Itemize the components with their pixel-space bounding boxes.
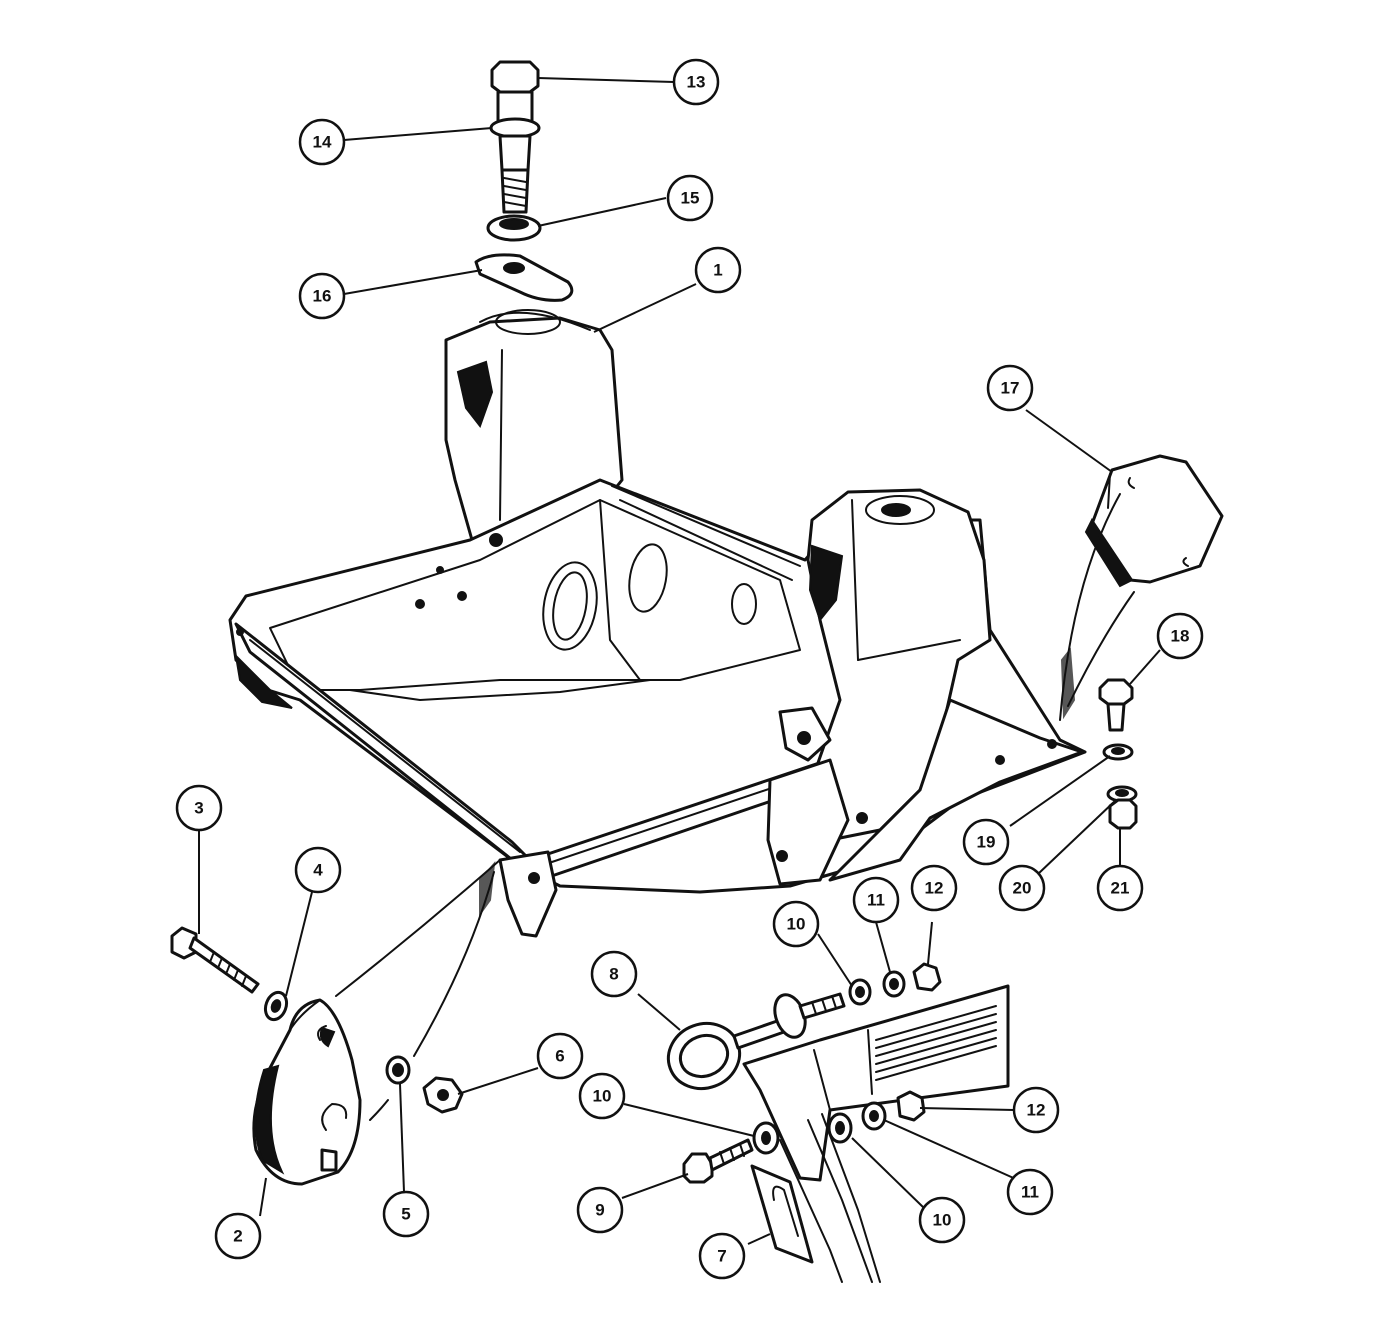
slotted-plate-7 [750, 1164, 814, 1264]
nut-21 [1108, 798, 1138, 830]
subframe-crossmember [228, 309, 1087, 938]
svg-text:10: 10 [933, 1211, 952, 1230]
callout-7: 7 [698, 1232, 746, 1280]
svg-text:9: 9 [595, 1201, 604, 1220]
svg-text:5: 5 [401, 1205, 410, 1224]
callout-21: 21 [1096, 864, 1144, 912]
leader-lines [198, 77, 1161, 1245]
callout-10-mid: 10 [578, 1072, 626, 1120]
callout-17: 17 [986, 364, 1034, 412]
svg-text:14: 14 [313, 133, 332, 152]
beam-end-bracket [498, 850, 558, 938]
svg-text:4: 4 [313, 861, 323, 880]
right-side-plate [828, 698, 1084, 882]
callout-16: 16 [298, 272, 346, 320]
hex-cover-plate-17 [1059, 454, 1224, 721]
left-mount-assembly [170, 859, 501, 1186]
svg-text:12: 12 [1027, 1101, 1046, 1120]
callout-4: 4 [294, 846, 342, 894]
callout-12-lower: 12 [1012, 1086, 1060, 1134]
svg-text:6: 6 [555, 1047, 564, 1066]
callout-11-upper: 11 [852, 876, 900, 924]
svg-text:12: 12 [925, 879, 944, 898]
svg-text:1: 1 [713, 261, 722, 280]
plate-16 [474, 253, 574, 302]
svg-text:2: 2 [233, 1227, 242, 1246]
svg-text:20: 20 [1013, 879, 1032, 898]
callout-14: 14 [298, 118, 346, 166]
svg-text:18: 18 [1171, 627, 1190, 646]
bolt-9 [682, 1152, 714, 1184]
callout-6: 6 [536, 1032, 584, 1080]
top-bolt-assembly [474, 60, 574, 302]
nut-12-lower [896, 1090, 926, 1122]
svg-text:10: 10 [593, 1087, 612, 1106]
callout-8: 8 [590, 950, 638, 998]
bolt-18 [1098, 678, 1134, 706]
callout-10-lower: 10 [918, 1196, 966, 1244]
svg-text:10: 10 [787, 915, 806, 934]
right-tower-slot [808, 544, 844, 623]
callout-18: 18 [1156, 612, 1204, 660]
bolt-head-13 [490, 60, 540, 94]
svg-text:11: 11 [1021, 1183, 1039, 1202]
callout-5: 5 [382, 1190, 430, 1238]
callout-2: 2 [214, 1212, 262, 1260]
callout-19: 19 [962, 818, 1010, 866]
svg-text:7: 7 [717, 1247, 726, 1266]
svg-text:19: 19 [977, 833, 996, 852]
callout-20: 20 [998, 864, 1046, 912]
callout-13: 13 [672, 58, 720, 106]
callout-15: 15 [666, 174, 714, 222]
svg-text:11: 11 [867, 891, 885, 910]
nut-12-upper [912, 962, 942, 992]
right-hardware [1098, 678, 1138, 830]
svg-text:3: 3 [194, 799, 203, 818]
svg-text:17: 17 [1001, 379, 1020, 398]
left-tower-slot [456, 360, 494, 429]
callout-3: 3 [175, 784, 223, 832]
callout-10-upper: 10 [772, 900, 820, 948]
callouts: 1 2 3 4 5 6 7 8 9 10 10 10 11 11 12 12 1… [175, 58, 1204, 1280]
bolt-collar-14 [489, 117, 541, 139]
callout-9: 9 [576, 1186, 624, 1234]
svg-text:15: 15 [681, 189, 700, 208]
lower-right-assembly [666, 962, 1010, 1283]
callout-12-upper: 12 [910, 864, 958, 912]
svg-text:16: 16 [313, 287, 332, 306]
svg-text:13: 13 [687, 73, 706, 92]
svg-text:8: 8 [609, 965, 618, 984]
callout-1: 1 [694, 246, 742, 294]
callout-11-lower: 11 [1006, 1168, 1054, 1216]
svg-text:21: 21 [1111, 879, 1130, 898]
